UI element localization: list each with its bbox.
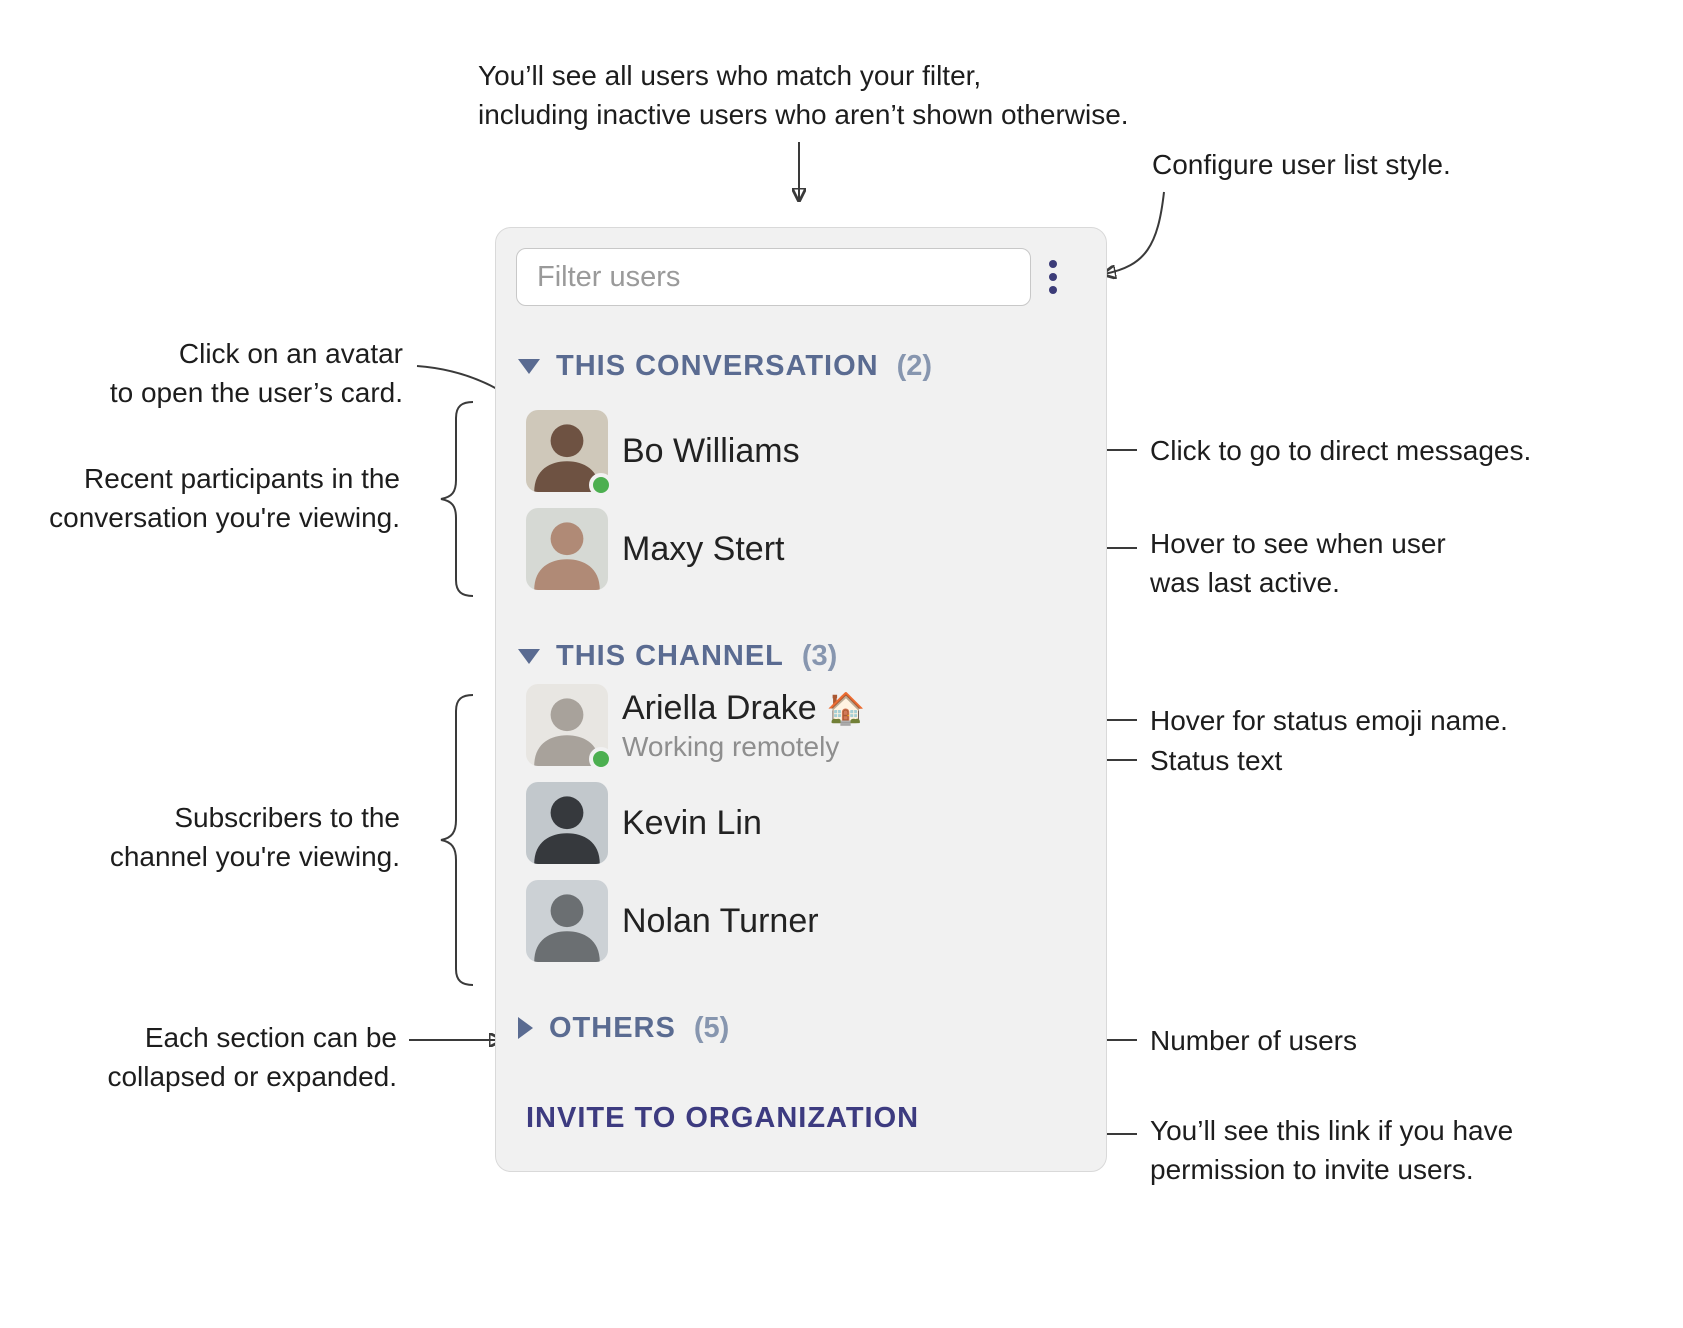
user-name[interactable]: Maxy Stert <box>622 529 785 568</box>
note-line: Click on an avatar <box>178 338 403 369</box>
note-status-text: Status text <box>1150 741 1282 780</box>
person-silhouette-icon <box>526 508 608 590</box>
section-header-this-channel[interactable]: THIS CHANNEL (3) <box>518 638 1106 674</box>
section-header-this-conversation[interactable]: THIS CONVERSATION (2) <box>518 348 1106 384</box>
section-count: (3) <box>801 639 838 672</box>
invite-to-organization-link[interactable]: INVITE TO ORGANIZATION <box>526 1102 920 1134</box>
brace-recent-participants <box>440 401 474 597</box>
note-line: was last active. <box>1150 567 1340 598</box>
note-line: including inactive users who aren’t show… <box>478 99 1129 130</box>
note-line: Hover to see when user <box>1150 528 1446 559</box>
avatar-ariella-drake[interactable] <box>526 684 613 771</box>
note-line: Hover for status emoji name. <box>1150 705 1508 736</box>
filter-row <box>516 248 1086 306</box>
note-line: permission to invite users. <box>1150 1154 1474 1185</box>
user-name[interactable]: Ariella Drake🏠 <box>622 688 865 729</box>
note-direct-messages: Click to go to direct messages. <box>1150 431 1531 470</box>
avatar-kevin-lin[interactable] <box>526 782 608 864</box>
note-filter-results: You’ll see all users who match your filt… <box>478 56 1129 134</box>
vertical-ellipsis-icon <box>1048 260 1057 294</box>
note-recent-participants: Recent participants in the conversation … <box>49 459 400 537</box>
status-emoji[interactable]: 🏠 <box>826 690 866 726</box>
section-label: THIS CONVERSATION <box>556 349 879 382</box>
collapse-triangle-icon <box>518 358 540 374</box>
brace-subscribers <box>440 694 474 986</box>
section-header-others[interactable]: OTHERS (5) <box>518 1010 1106 1046</box>
section-count: (5) <box>693 1011 730 1044</box>
user-name-text: Ariella Drake <box>622 688 817 727</box>
expand-triangle-icon <box>518 1017 533 1039</box>
user-status-text: Working remotely <box>622 730 840 762</box>
note-line: conversation you're viewing. <box>49 502 400 533</box>
note-line: Number of users <box>1150 1025 1357 1056</box>
note-line: Subscribers to the <box>174 802 400 833</box>
note-line: Click to go to direct messages. <box>1150 435 1532 466</box>
section-label: THIS CHANNEL <box>556 639 784 672</box>
note-line: Each section can be <box>144 1022 397 1053</box>
presence-dot <box>589 747 613 771</box>
note-line: collapsed or expanded. <box>107 1061 397 1092</box>
connector-configure-note <box>1104 191 1165 274</box>
note-line: Recent participants in the <box>84 463 400 494</box>
note-line: You’ll see this link if you have <box>1150 1115 1514 1146</box>
user-name[interactable]: Nolan Turner <box>622 901 819 940</box>
section-label: OTHERS <box>549 1011 676 1044</box>
user-list-panel: THIS CONVERSATION (2) Bo Williams <box>495 227 1107 1172</box>
note-collapse-sections: Each section can be collapsed or expande… <box>107 1018 397 1096</box>
note-line: You’ll see all users who match your filt… <box>478 60 982 91</box>
user-row-ariella-drake[interactable]: Ariella Drake🏠 Working remotely <box>526 684 1106 771</box>
note-status-emoji: Hover for status emoji name. <box>1150 701 1508 740</box>
user-name[interactable]: Bo Williams <box>622 431 800 470</box>
presence-dot <box>589 473 613 497</box>
note-user-count: Number of users <box>1150 1021 1357 1060</box>
user-row-nolan-turner[interactable]: Nolan Turner <box>526 880 1106 962</box>
user-list-menu-button[interactable] <box>1031 248 1074 306</box>
note-invite-permission: You’ll see this link if you have permiss… <box>1150 1111 1513 1189</box>
user-row-bo-williams[interactable]: Bo Williams <box>526 410 1106 497</box>
user-row-maxy-stert[interactable]: Maxy Stert <box>526 508 1106 590</box>
avatar-bo-williams[interactable] <box>526 410 613 497</box>
note-subscribers: Subscribers to the channel you're viewin… <box>110 798 400 876</box>
note-avatar-card: Click on an avatar to open the user’s ca… <box>110 334 403 412</box>
avatar-nolan-turner[interactable] <box>526 880 608 962</box>
note-line: channel you're viewing. <box>109 841 400 872</box>
note-line: Status text <box>1150 745 1283 776</box>
user-name[interactable]: Kevin Lin <box>622 803 762 842</box>
filter-users-input[interactable] <box>516 248 1031 306</box>
person-silhouette-icon <box>526 782 608 864</box>
note-line: Configure user list style. <box>1152 149 1451 180</box>
note-last-active: Hover to see when user was last active. <box>1150 524 1446 602</box>
person-silhouette-icon <box>526 880 608 962</box>
avatar-maxy-stert[interactable] <box>526 508 608 590</box>
note-configure-style: Configure user list style. <box>1152 145 1451 184</box>
collapse-triangle-icon <box>518 648 540 664</box>
note-line: to open the user’s card. <box>109 377 403 408</box>
section-count: (2) <box>896 349 933 382</box>
user-row-kevin-lin[interactable]: Kevin Lin <box>526 782 1106 864</box>
